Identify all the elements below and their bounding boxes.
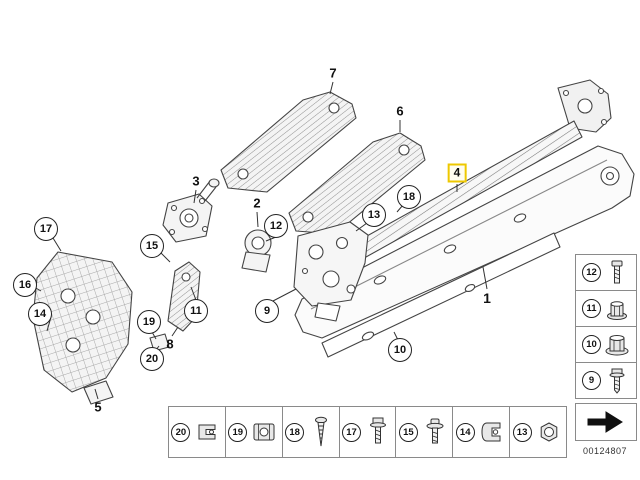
callout-14[interactable]: 14: [28, 302, 52, 326]
callout-8[interactable]: 8: [166, 336, 174, 352]
fastener-legend-right: 12 11 10: [575, 254, 637, 441]
machine-screw-icon: [611, 260, 623, 283]
hex-bolt-icon: [609, 368, 625, 394]
callout-5[interactable]: 5: [94, 399, 102, 415]
speed-nut-clip-icon: [198, 424, 216, 440]
fastener-legend-bottom: 20 19 18: [168, 406, 567, 458]
callout-6[interactable]: 6: [396, 103, 404, 119]
callout-17[interactable]: 17: [34, 217, 58, 241]
cage-nut-clip-icon: [253, 423, 275, 441]
callout-15-badge: 15: [398, 422, 418, 442]
callout-20-badge: 20: [171, 422, 191, 442]
callout-15[interactable]: 15: [140, 234, 164, 258]
callout-19[interactable]: 19: [137, 310, 161, 334]
callout-16[interactable]: 16: [13, 273, 37, 297]
callout-14-badge: 14: [455, 422, 475, 442]
callout-18[interactable]: 18: [397, 185, 421, 209]
callout-9[interactable]: 9: [255, 299, 279, 323]
legend-item-9[interactable]: 9: [575, 362, 637, 399]
callout-9-badge: 9: [582, 371, 601, 390]
legend-item-11[interactable]: 11: [575, 290, 637, 327]
callout-10-badge: 10: [582, 335, 601, 354]
callout-10[interactable]: 10: [388, 338, 412, 362]
callout-2[interactable]: 2: [253, 195, 261, 211]
legend-item-10[interactable]: 10: [575, 326, 637, 363]
legend-item-12[interactable]: 12: [575, 254, 637, 291]
washer-screw-icon: [426, 418, 444, 444]
flange-nut-icon: [607, 300, 627, 320]
callout-4-highlighted[interactable]: 4: [447, 163, 467, 183]
hex-nut-icon: [540, 422, 557, 442]
callout-1[interactable]: 1: [483, 290, 491, 306]
next-diagram-arrow-icon: [587, 411, 623, 433]
callout-11[interactable]: 11: [184, 299, 208, 323]
legend-item-17[interactable]: 17: [340, 407, 397, 457]
callout-12-badge: 12: [582, 263, 601, 282]
hex-screw-icon: [370, 417, 386, 444]
callout-18-badge: 18: [285, 422, 305, 442]
callout-19-badge: 19: [228, 422, 248, 442]
legend-item-20[interactable]: 20: [169, 407, 226, 457]
drawing-number: 00124807: [582, 446, 628, 456]
callout-3[interactable]: 3: [192, 173, 200, 189]
callout-13-badge: 13: [512, 422, 532, 442]
callout-13[interactable]: 13: [362, 203, 386, 227]
legend-item-18[interactable]: 18: [283, 407, 340, 457]
callout-17-badge: 17: [342, 422, 361, 442]
plastic-nut-icon: [605, 334, 629, 355]
legend-item-13[interactable]: 13: [510, 407, 566, 457]
legend-item-19[interactable]: 19: [226, 407, 283, 457]
legend-item-15[interactable]: 15: [396, 407, 454, 457]
next-diagram-button[interactable]: [575, 403, 637, 441]
callout-20[interactable]: 20: [140, 347, 164, 371]
u-clip-nut-icon: [481, 422, 501, 442]
self-tapping-screw-icon: [315, 416, 328, 447]
callout-7[interactable]: 7: [329, 65, 337, 81]
callout-11-badge: 11: [582, 299, 601, 318]
callout-12[interactable]: 12: [264, 214, 288, 238]
legend-item-14[interactable]: 14: [453, 407, 511, 457]
